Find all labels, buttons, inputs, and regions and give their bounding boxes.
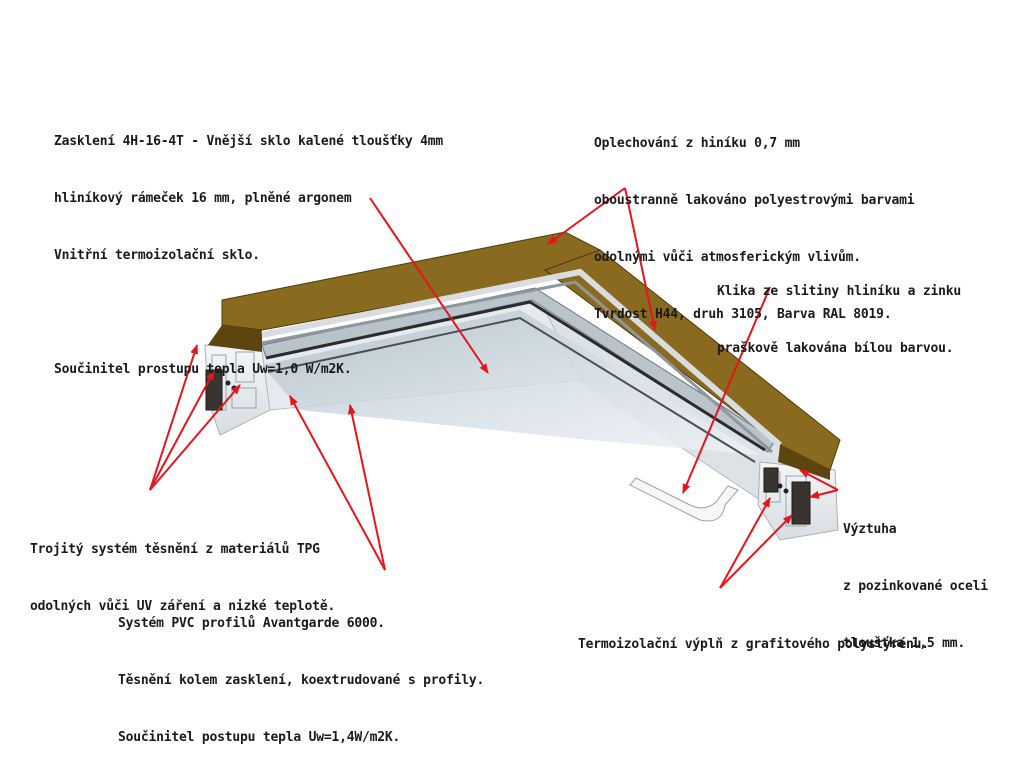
cladding-arrow-left: [547, 187, 626, 245]
cladding-label: Oplechování z hiníku 0,7 mm oboustranně …: [594, 96, 915, 343]
steel-reinforcement: [205, 369, 811, 525]
cladding-label-line: oboustranně lakováno polyestrovými barva…: [594, 193, 915, 208]
insulation-arrow-1: [719, 497, 771, 589]
handle-arrow: [682, 286, 771, 494]
reinforcement-label-line: Výztuha: [843, 522, 897, 537]
insulation-label: Termoizolační výplň z grafitového polyst…: [578, 597, 929, 673]
pvc-profile-label: Systém PVC profilů Avantgarde 6000. Těsn…: [118, 576, 484, 766]
glazing-label-line: Zasklení 4H-16-4T - Vnější sklo kalené t…: [54, 134, 443, 149]
window-corner-illustration: [204, 231, 841, 541]
seal-arrow-2: [149, 370, 215, 491]
seals-label-line: Trojitý systém těsnění z materiálů TPG: [30, 542, 320, 557]
insulation-label-line: Termoizolační výplň z grafitového polyst…: [578, 637, 929, 652]
handle-label-line: Klika ze slitiny hliníku a zinku: [717, 284, 962, 299]
pvc-label-line: Součinitel postupu tepla Uw=1,4W/m2K.: [118, 730, 401, 745]
glazing-label-line: Vnitřní termoizolační sklo.: [54, 248, 260, 263]
glazing-arrow: [369, 197, 489, 374]
aluminium-cladding: [208, 231, 841, 480]
reinforcement-label-line: tloušťka 1,5 mm.: [843, 636, 966, 651]
pvc-arrow-1: [289, 395, 386, 571]
window-handle: [629, 477, 739, 522]
seals-label: Trojitý systém těsnění z materiálů TPG o…: [30, 502, 335, 635]
seal-arrow-1: [149, 344, 199, 491]
insulation-arrow-2: [719, 514, 793, 589]
cladding-label-line: Tvrdost H44, druh 3105, Barva RAL 8019.: [594, 307, 892, 322]
seals-label-line: odolných vůči UV záření a nizké teplotě.: [30, 599, 336, 614]
cladding-label-line: odolnými vůči atmosferickým vlivům.: [594, 250, 861, 265]
reinforcement-arrow-2: [809, 489, 839, 499]
handle-label: Klika ze slitiny hliníku a zinku praškov…: [717, 244, 961, 377]
glazing-label: Zasklení 4H-16-4T - Vnější sklo kalené t…: [54, 94, 443, 398]
pvc-label-line: Těsnění kolem zasklení, koextrudované s …: [118, 673, 485, 688]
glazing-uw-value: Součinitel prostupu tepla Uw=1,0 W/m2K.: [54, 362, 352, 377]
pvc-arrow-2: [347, 404, 386, 571]
glazing-label-spacer: [54, 303, 443, 322]
pointer-arrows: [149, 187, 839, 589]
reinforcement-label: Výztuha z pozinkované oceli tloušťka 1,5…: [843, 482, 988, 672]
glazing-label-line: hliníkový rámeček 16 mm, plněné argonem: [54, 191, 352, 206]
cladding-arrow-right: [624, 187, 658, 331]
pvc-label-line: Systém PVC profilů Avantgarde 6000.: [118, 616, 385, 631]
handle-label-line: praškově lakována bílou barvou.: [717, 341, 954, 356]
seal-arrow-3: [149, 384, 241, 491]
reinforcement-arrow-1: [799, 469, 839, 491]
cladding-label-line: Oplechování z hiníku 0,7 mm: [594, 136, 800, 151]
reinforcement-label-line: z pozinkované oceli: [843, 579, 988, 594]
